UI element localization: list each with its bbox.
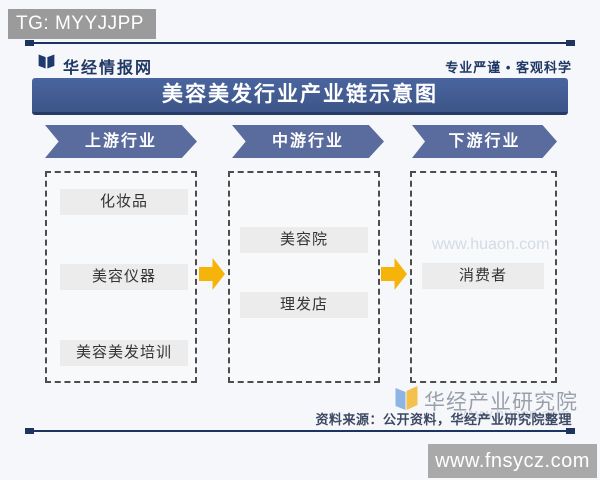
huajing-logo-icon <box>38 54 55 69</box>
brand-name: 华经情报网 <box>63 60 154 77</box>
item-beauty-training: 美容美发培训 <box>60 340 188 366</box>
site-watermark-box: www.fnsycz.com <box>428 444 597 478</box>
brand-slogan: 专业严谨 • 客观科学 <box>445 60 572 75</box>
tg-watermark-box: TG: MYYJJPP <box>8 9 156 39</box>
page-title: 美容美发行业产业链示意图 <box>32 78 568 115</box>
bottom-rule <box>25 428 575 434</box>
footer-brand-watermark: 华经产业研究院 <box>424 391 578 414</box>
flow-arrow-icon <box>199 258 225 290</box>
item-beauty-equipment: 美容仪器 <box>60 264 188 290</box>
item-barbershop: 理发店 <box>240 292 368 318</box>
item-beauty-salon: 美容院 <box>240 227 368 253</box>
column-header-downstream: 下游行业 <box>412 125 557 158</box>
flow-arrow-icon <box>381 258 407 290</box>
huajing-book-logo-icon <box>395 386 418 410</box>
midstream-container <box>228 171 380 383</box>
source-note: 资料来源：公开资料，华经产业研究院整理 <box>315 412 572 427</box>
column-header-midstream: 中游行业 <box>232 125 384 158</box>
column-header-upstream: 上游行业 <box>45 125 197 158</box>
item-consumers: 消费者 <box>422 263 544 289</box>
top-rule <box>25 40 575 46</box>
item-cosmetics: 化妆品 <box>60 189 188 215</box>
